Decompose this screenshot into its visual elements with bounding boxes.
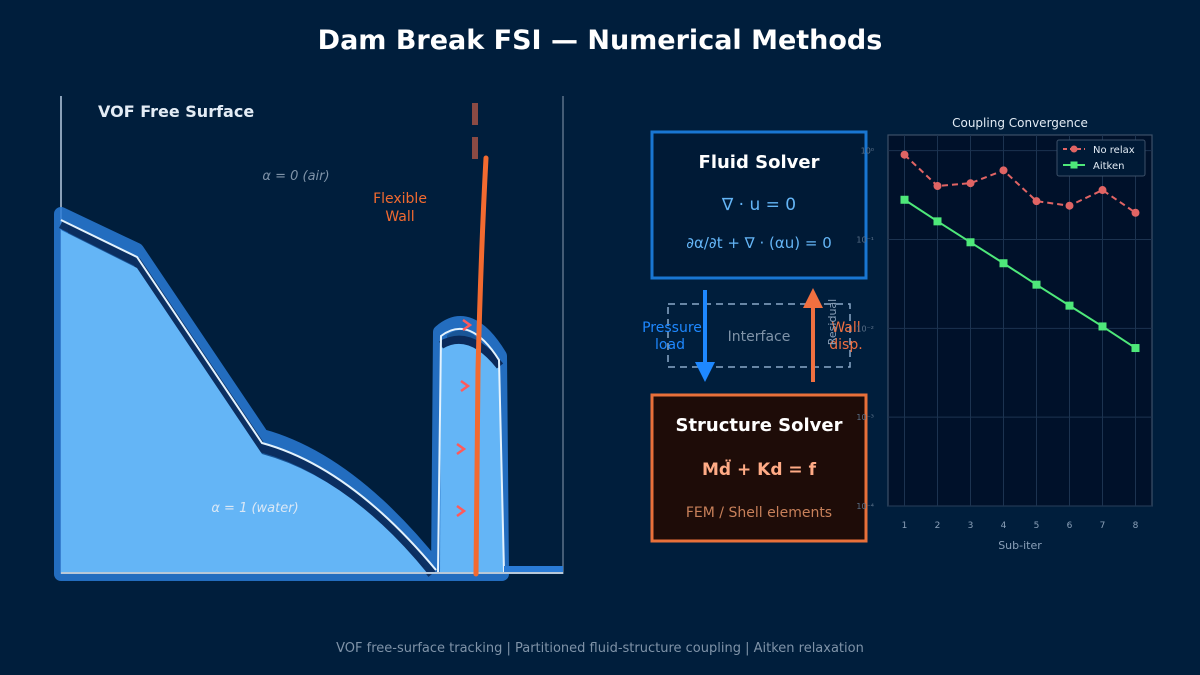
footer-caption: VOF free-surface tracking | Partitioned … bbox=[336, 641, 864, 656]
solver-diagram: Fluid Solver ∇ · u = 0 ∂α/∂t + ∇ · (αu) … bbox=[642, 130, 868, 543]
chart-title: Coupling Convergence bbox=[952, 116, 1088, 130]
data-point bbox=[1131, 344, 1140, 353]
pressure-load-label-1: Pressure bbox=[642, 320, 702, 336]
water-column bbox=[440, 342, 504, 574]
x-tick-label: 1 bbox=[902, 521, 908, 531]
legend-marker bbox=[1070, 145, 1078, 153]
structure-solver-box bbox=[650, 393, 868, 543]
vof-equation: ∂α/∂t + ∇ · (αu) = 0 bbox=[686, 234, 832, 252]
interface-label: Interface bbox=[728, 329, 791, 345]
data-point bbox=[900, 150, 909, 159]
structure-solver-title: Structure Solver bbox=[675, 415, 842, 436]
chart-x-ticks: 1 2 3 4 5 6 7 8 bbox=[902, 521, 1139, 531]
pressure-chevrons bbox=[456, 318, 473, 518]
data-point bbox=[1098, 322, 1107, 331]
x-tick-label: 5 bbox=[1034, 521, 1040, 531]
data-point bbox=[1131, 208, 1140, 217]
page-title: Dam Break FSI — Numerical Methods bbox=[318, 25, 883, 56]
data-point bbox=[999, 259, 1008, 268]
data-point bbox=[966, 179, 975, 188]
wall-disp-label-1: Wall bbox=[831, 320, 860, 336]
x-tick-label: 3 bbox=[968, 521, 974, 531]
chart-series bbox=[900, 150, 1140, 353]
legend-label: No relax bbox=[1093, 145, 1135, 156]
series-line-aitken bbox=[903, 198, 1137, 349]
wall-label-line-2: Wall bbox=[385, 209, 414, 225]
floor-water bbox=[504, 566, 563, 574]
pressure-chevron bbox=[460, 379, 471, 393]
pressure-load-label-2: load bbox=[655, 337, 685, 353]
vof-panel: VOF Free Surface α = 0 (air) α = 1 (wate… bbox=[54, 96, 564, 581]
free-surface-line bbox=[60, 219, 437, 571]
continuity-equation: ∇ · u = 0 bbox=[721, 195, 796, 215]
data-point bbox=[1032, 280, 1041, 289]
chart-xlabel: Sub-iter bbox=[998, 539, 1042, 552]
water-body bbox=[61, 230, 428, 574]
water-column-shadow bbox=[438, 335, 504, 369]
data-point bbox=[1065, 301, 1074, 310]
series-line-no-relax bbox=[903, 153, 1137, 214]
water-label: α = 1 (water) bbox=[211, 501, 298, 516]
data-point bbox=[1098, 186, 1107, 195]
pressure-chevron bbox=[462, 318, 473, 332]
convergence-chart: Coupling Convergence Sub-iter Residual 1… bbox=[826, 116, 1153, 552]
chart-y-ticks: 10⁰ 10⁻¹ 10⁻² 10⁻³ 10⁻⁴ bbox=[856, 147, 874, 511]
data-point bbox=[933, 217, 942, 226]
pressure-chevron bbox=[456, 504, 467, 518]
chart-ylabel: Residual bbox=[826, 299, 839, 345]
data-point bbox=[1065, 201, 1074, 210]
free-surface-line-column bbox=[437, 327, 505, 573]
chart-plot-area bbox=[887, 134, 1153, 507]
y-tick-label: 10⁻² bbox=[856, 324, 874, 333]
legend-marker bbox=[1070, 161, 1078, 169]
wall-label-line-1: Flexible bbox=[373, 191, 427, 207]
data-point bbox=[1032, 197, 1041, 206]
surface-shadow bbox=[58, 219, 436, 577]
y-tick-label: 10⁻³ bbox=[856, 413, 874, 422]
chart-grid bbox=[888, 135, 1152, 507]
y-tick-label: 10⁰ bbox=[861, 147, 874, 156]
data-point bbox=[933, 181, 942, 190]
fluid-solver-box bbox=[650, 130, 868, 280]
y-tick-label: 10⁻¹ bbox=[856, 235, 874, 244]
legend-label: Aitken bbox=[1093, 161, 1124, 172]
x-tick-label: 4 bbox=[1001, 521, 1007, 531]
data-point bbox=[966, 238, 975, 247]
interface-box bbox=[667, 303, 851, 368]
fluid-solver-title: Fluid Solver bbox=[699, 152, 820, 173]
structure-equation: Md̈ + Kd = f bbox=[702, 459, 817, 480]
x-tick-label: 6 bbox=[1067, 521, 1073, 531]
wall-disp-label-2: disp. bbox=[829, 337, 862, 353]
air-label: α = 0 (air) bbox=[262, 169, 329, 184]
x-tick-label: 7 bbox=[1100, 521, 1106, 531]
pressure-chevron bbox=[456, 442, 467, 456]
y-tick-label: 10⁻⁴ bbox=[856, 502, 874, 511]
vof-heading: VOF Free Surface bbox=[98, 102, 254, 121]
data-point bbox=[900, 195, 909, 204]
x-tick-label: 2 bbox=[935, 521, 941, 531]
structure-subtitle: FEM / Shell elements bbox=[686, 505, 832, 521]
data-point bbox=[999, 166, 1008, 175]
x-tick-label: 8 bbox=[1133, 521, 1139, 531]
flexible-wall bbox=[473, 155, 489, 577]
